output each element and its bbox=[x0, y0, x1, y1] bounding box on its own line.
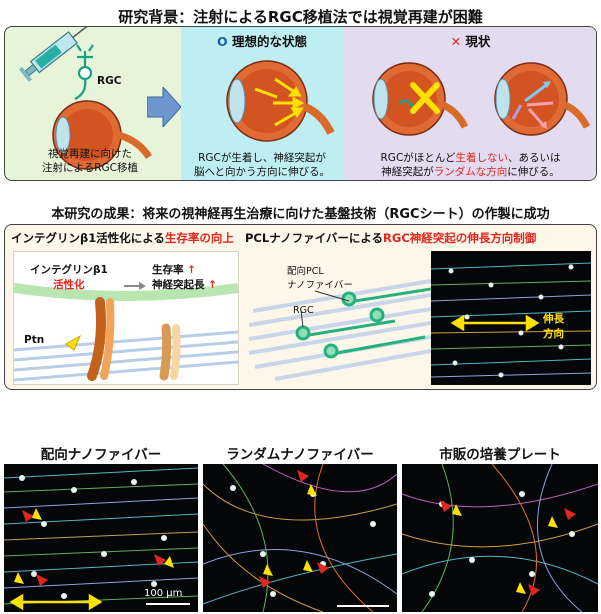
fiber-label: 配向PCL ナノファイバー bbox=[287, 263, 353, 291]
syringe-eye-figure bbox=[19, 27, 152, 170]
pcl-heading-red: RGC神経突起の伸長方向制御 bbox=[383, 231, 537, 245]
direction-label: 伸長 方向 bbox=[543, 311, 564, 341]
panel-label-random: ランダムナノファイバー bbox=[226, 447, 374, 463]
current-state-section: ✕ 現状 RGCがほとんど生着しない bbox=[343, 27, 596, 180]
circle-mark-icon: O bbox=[216, 34, 228, 49]
ideal-state-section: O 理想的な状態 RGCが生着し、神経突起が 脳へと向かう方向に伸びる。 bbox=[181, 27, 343, 180]
integrin-heading: インテグリンβ1活性化による生存率の向上 bbox=[11, 230, 234, 246]
fiber-label-line1: 配向PCL bbox=[287, 266, 324, 277]
ptn-label: Ptn bbox=[24, 334, 45, 346]
current-caption-line2: 神経突起がランダムな方向に伸びる。 bbox=[343, 165, 596, 179]
effect-labels: 生存率 ↑ 神経突起長 ↑ bbox=[152, 262, 217, 292]
current-caption-2c: に伸びる。 bbox=[507, 166, 560, 178]
up-arrow-icon: ↑ bbox=[208, 279, 217, 291]
pcl-heading-text: PCLナノファイバーによる bbox=[245, 231, 384, 245]
direction-label-line1: 伸長 bbox=[543, 313, 564, 325]
aligned-micrograph-image bbox=[431, 262, 591, 378]
ideal-caption-line2: 脳へと向かう方向に伸びる。 bbox=[194, 166, 330, 178]
fiber-label-line2: ナノファイバー bbox=[287, 280, 353, 291]
ideal-caption: RGCが生着し、神経突起が 脳へと向かう方向に伸びる。 bbox=[181, 151, 343, 179]
injection-caption-line2: 注射によるRGC移植 bbox=[42, 162, 138, 174]
integrin-figure bbox=[14, 282, 238, 382]
random-culture-image bbox=[203, 464, 397, 612]
ideal-eye-figure bbox=[226, 60, 335, 142]
rgc-fiber-label: RGC bbox=[293, 305, 314, 316]
integrin-label-line1: インテグリンβ1 bbox=[30, 264, 108, 276]
ideal-caption-line1: RGCが生着し、神経突起が bbox=[198, 152, 326, 164]
current-caption: RGCがほとんど生着しない、あるいは 神経突起がランダムな方向に伸びる。 bbox=[343, 151, 596, 179]
aligned-culture-image: 100 µm bbox=[4, 464, 198, 612]
plate-culture-image bbox=[402, 464, 598, 612]
rgc-label: RGC bbox=[97, 75, 122, 87]
current-caption-1b: 生着しない bbox=[455, 152, 508, 164]
current-caption-line1: RGCがほとんど生着しない、あるいは bbox=[343, 151, 596, 165]
up-arrow-icon: ↑ bbox=[187, 264, 196, 276]
result-panel: インテグリンβ1活性化による生存率の向上 インテグリンβ1 bbox=[4, 224, 597, 390]
aligned-micrograph: 伸長 方向 bbox=[431, 251, 591, 385]
integrin-illustration: インテグリンβ1 活性化 生存率 ↑ 神経突起長 ↑ Ptn bbox=[13, 251, 239, 385]
current-caption-1a: RGCがほとんど bbox=[380, 152, 456, 164]
neurite-line: 神経突起長 ↑ bbox=[152, 277, 217, 292]
current-caption-1c: 、あるいは bbox=[507, 152, 561, 164]
survival-line: 生存率 ↑ bbox=[152, 262, 217, 277]
current-heading: ✕ 現状 bbox=[343, 31, 596, 50]
current-caption-2b: ランダムな方向 bbox=[433, 166, 508, 178]
nanofiber-figure bbox=[248, 279, 431, 381]
injection-caption-line1: 視覚再建に向けた bbox=[48, 148, 132, 160]
scale-bar-label: 100 µm bbox=[144, 588, 183, 599]
injection-caption: 視覚再建に向けた 注射によるRGC移植 bbox=[5, 147, 175, 175]
cross-mark-icon: ✕ bbox=[450, 34, 462, 49]
background-panel: RGC 視覚再建に向けた 注射によるRGC移植 O 理想的な状態 bbox=[4, 26, 597, 181]
direction-label-line2: 方向 bbox=[543, 328, 564, 340]
plate-culture-figure bbox=[402, 464, 598, 612]
neurite-label: 神経突起長 bbox=[152, 279, 205, 291]
panel-label-plate: 市販の培養プレート bbox=[439, 447, 561, 463]
integrin-heading-red: 生存率の向上 bbox=[164, 231, 234, 245]
ideal-heading-text: 理想的な状態 bbox=[231, 34, 307, 49]
ideal-heading: O 理想的な状態 bbox=[181, 31, 343, 50]
aligned-culture-figure bbox=[4, 467, 198, 611]
current-heading-text: 現状 bbox=[465, 34, 491, 49]
result-title: 本研究の成果：将来の視神経再生治療に向けた基盤技術（RGCシート）の作製に成功 bbox=[51, 207, 550, 222]
current-caption-2a: 神経突起が bbox=[381, 166, 434, 178]
random-culture-figure bbox=[203, 464, 397, 612]
integrin-heading-text: インテグリンβ1活性化による bbox=[11, 231, 165, 245]
integrin-label: インテグリンβ1 活性化 bbox=[30, 262, 108, 292]
injection-illustration: RGC 視覚再建に向けた 注射によるRGC移植 bbox=[5, 27, 175, 180]
panel-label-aligned: 配向ナノファイバー bbox=[40, 447, 162, 463]
right-arrow-icon bbox=[147, 87, 181, 127]
pcl-heading: PCLナノファイバーによるRGC神経突起の伸長方向制御 bbox=[245, 230, 536, 246]
integrin-label-line2: 活性化 bbox=[53, 279, 85, 291]
survival-label: 生存率 bbox=[152, 264, 184, 276]
current-eye-figures bbox=[372, 62, 591, 136]
background-title: 研究背景：注射によるRGC移植法では視覚再建が困難 bbox=[118, 8, 483, 26]
